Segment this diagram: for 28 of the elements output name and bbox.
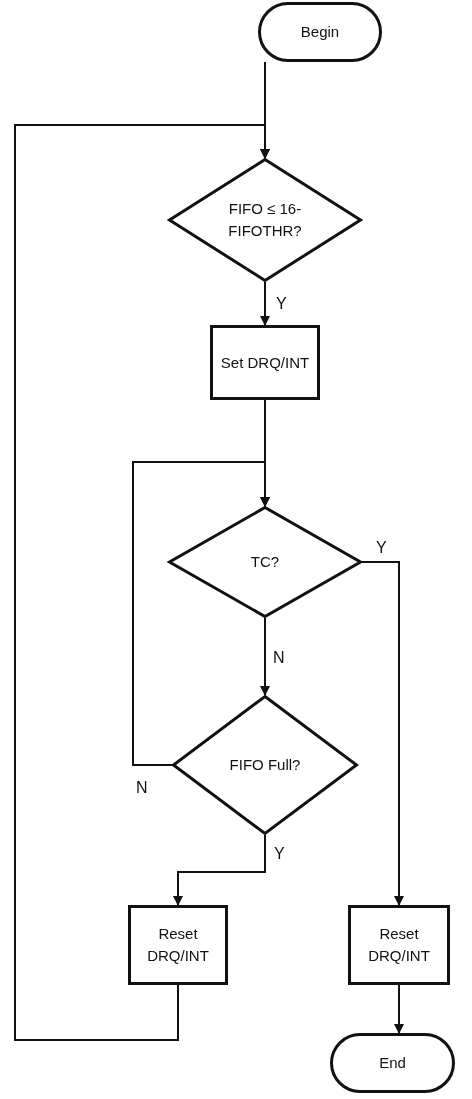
arrow: [361, 561, 404, 906]
node-label: TC?: [249, 552, 281, 573]
arrow: [394, 984, 404, 1034]
arrow: [173, 834, 266, 906]
node-label: FIFO ≤ 16-FIFOTHR?: [227, 199, 303, 241]
node-label: End: [378, 1053, 407, 1074]
arrow: [14, 124, 270, 1041]
arrow: [132, 461, 270, 766]
process-box: [210, 325, 320, 400]
process-box: [348, 905, 450, 985]
process-box: [128, 905, 228, 985]
edge-label: Y: [376, 540, 387, 556]
decision-diamond: [168, 506, 362, 618]
terminator-shape: [330, 1033, 455, 1093]
node-label: FIFO Full?: [228, 755, 302, 776]
node-label: Set DRQ/INT: [219, 352, 311, 373]
edge-label: N: [136, 780, 148, 796]
arrow: [260, 617, 270, 696]
node-label: Begin: [299, 22, 341, 43]
arrow: [260, 281, 270, 326]
decision-diamond: [168, 158, 362, 282]
edge-label: Y: [274, 846, 285, 862]
edge-label: N: [273, 650, 285, 666]
decision-diamond: [172, 695, 358, 835]
edge-label: Y: [276, 296, 287, 312]
node-label: Reset DRQ/INT: [146, 924, 210, 966]
terminator-shape: [258, 2, 382, 62]
node-label: Reset DRQ/INT: [367, 924, 431, 966]
